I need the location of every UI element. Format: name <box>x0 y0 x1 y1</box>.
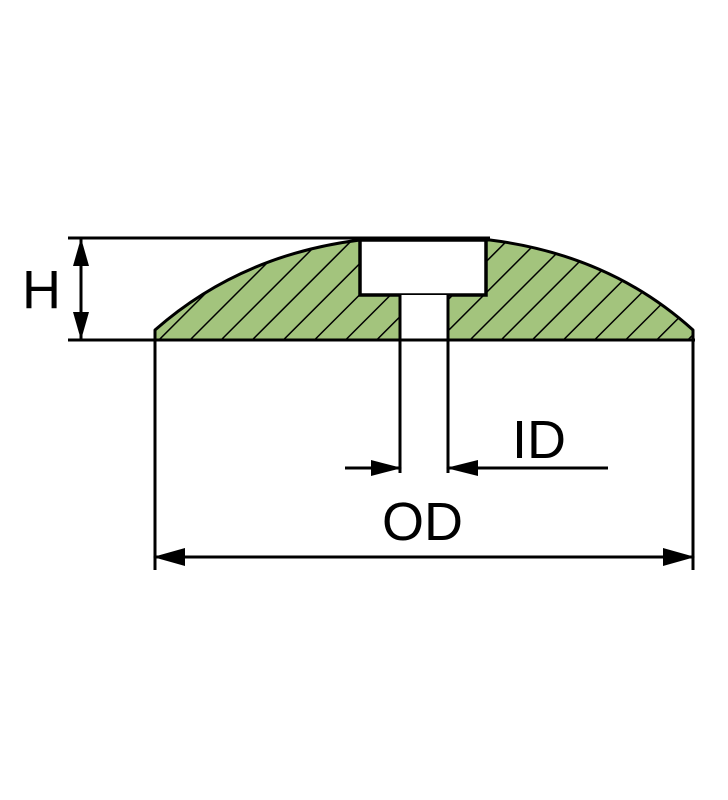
section-right-half <box>446 238 695 342</box>
counterbore <box>358 238 488 297</box>
overall-diameter-dimension-arrow <box>153 548 695 566</box>
inner-diameter-dimension-arrows <box>345 460 608 476</box>
outer-diameter-label: OD <box>382 492 463 552</box>
inner-diameter-label: ID <box>512 410 566 470</box>
through-hole <box>400 295 448 340</box>
height-label: H <box>22 260 61 320</box>
height-dimension-arrow <box>73 238 89 340</box>
